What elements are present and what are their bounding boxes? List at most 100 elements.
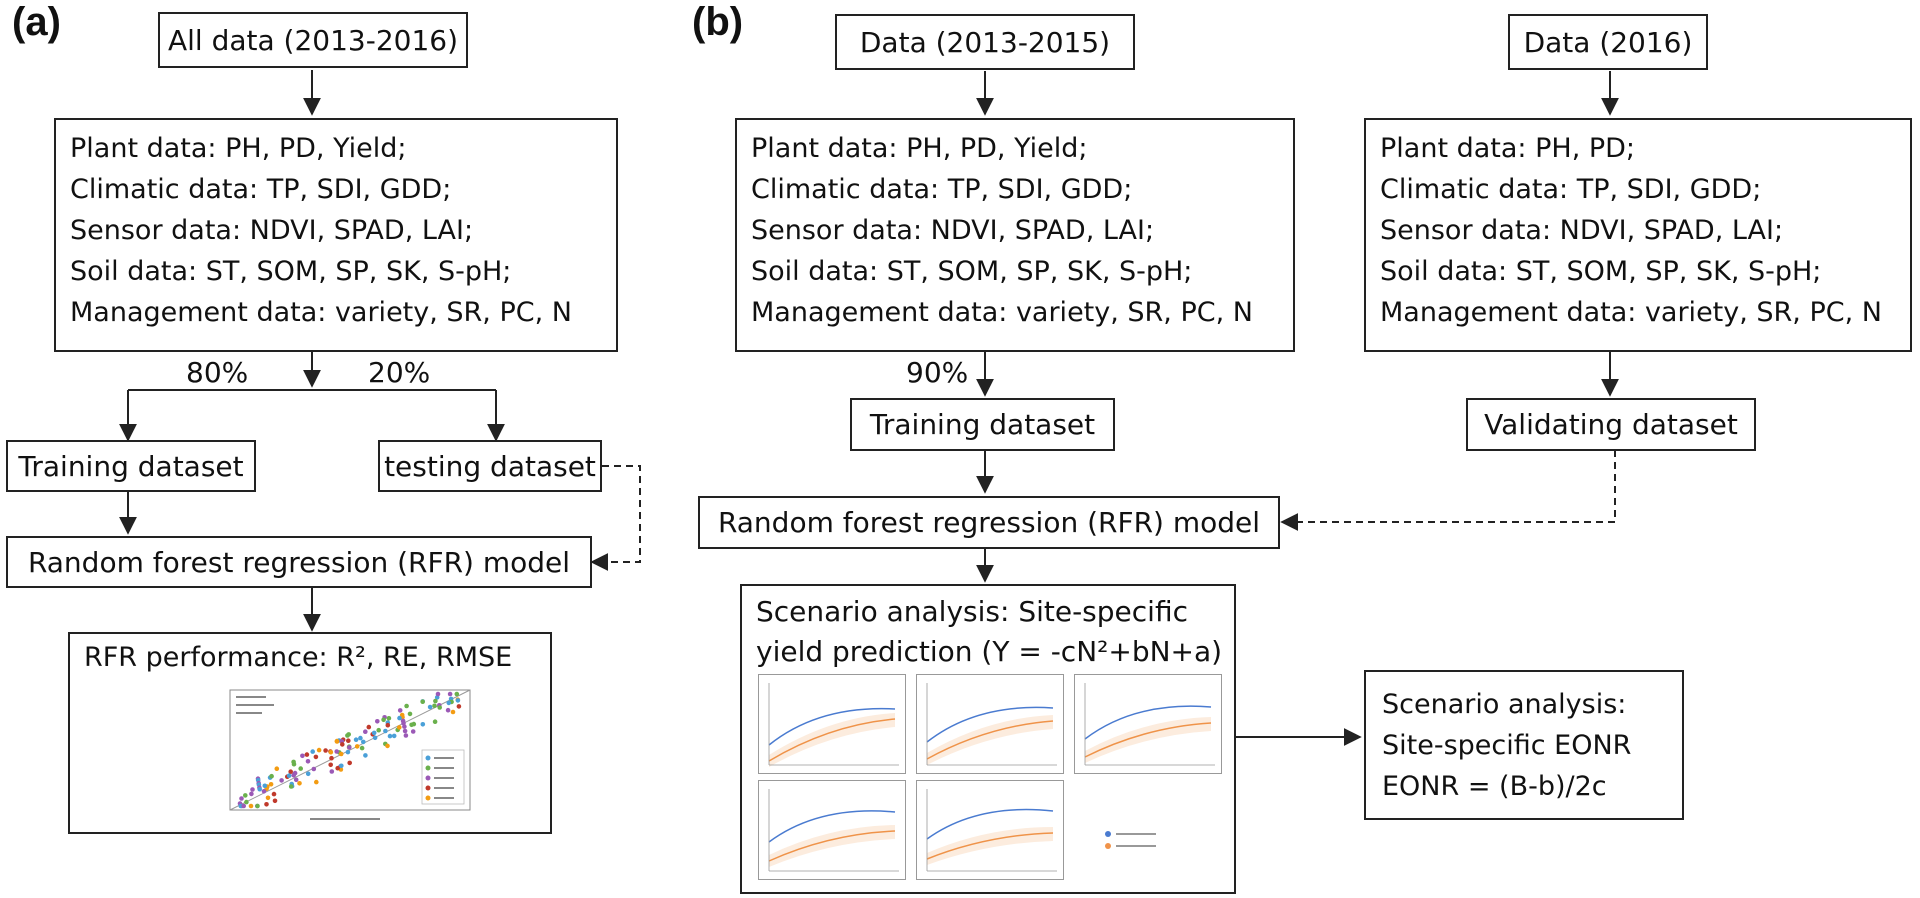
scatter-point [274, 766, 280, 771]
scatter-point [288, 784, 294, 789]
split-train-percent: 80% [186, 356, 249, 389]
scatter-point [366, 724, 372, 730]
eonr-line-2: Site-specific EONR [1382, 730, 1632, 761]
eonr-line-3: EONR = (B-b)/2c [1382, 771, 1607, 802]
rfr-model-box-a: Random forest regression (RFR) model [6, 536, 592, 588]
scatter-point [239, 796, 244, 801]
scatter-point [310, 749, 315, 754]
data-line-plant: Plant data: PH, PD, Yield; [70, 133, 407, 164]
panel-a-data-box: Plant data: PH, PD, Yield; Climatic data… [54, 118, 618, 352]
scatter-point [456, 704, 462, 709]
panel-a-label: (a) [12, 0, 61, 44]
scatter-point [255, 803, 260, 809]
scatter-point [262, 783, 268, 789]
scatter-point [397, 725, 402, 730]
panel-b-validating-data-box: Plant data: PH, PD; Climatic data: TP, S… [1364, 118, 1912, 352]
scatter-point [397, 715, 402, 721]
scatter-point [298, 766, 303, 771]
scatter-point [271, 791, 277, 797]
scatter-point [305, 759, 311, 764]
scatter-point [404, 703, 409, 709]
scatter-point [432, 703, 437, 709]
scatter-point [269, 773, 274, 779]
scatter-point [313, 754, 319, 760]
scatter-point [272, 798, 278, 804]
training-dataset-box-b: Training dataset [850, 398, 1115, 451]
data-2016-title: Data (2016) [1523, 25, 1693, 59]
scenario-yield-box: Scenario analysis: Site-specific yield p… [740, 584, 1236, 894]
data-line-management: Management data: variety, SR, PC, N [70, 297, 572, 328]
validating-dataset-box: Validating dataset [1466, 398, 1756, 451]
scenario-title-line-2: yield prediction (Y = -cN²+bN+a) [756, 635, 1223, 668]
scatter-point [261, 789, 267, 794]
scatter-point [455, 698, 461, 703]
scatter-point [420, 722, 426, 727]
scatter-point [435, 691, 441, 697]
scatter-point [397, 708, 403, 713]
scatter-point [387, 733, 393, 739]
panel-b-training-data-box: Plant data: PH, PD, Yield; Climatic data… [735, 118, 1295, 352]
scatter-point [450, 709, 456, 715]
scatter-point [243, 793, 248, 798]
scatter-point [427, 704, 433, 710]
scatter-point [328, 749, 334, 755]
scatter-point [391, 733, 397, 739]
scatter-point [407, 711, 413, 717]
scatter-point [454, 691, 460, 697]
scatter-point [410, 729, 416, 734]
data-line-plant: Plant data: PH, PD; [1380, 133, 1636, 164]
yield-response-thumbnail [1074, 674, 1222, 774]
scatter-point [361, 739, 366, 745]
scatter-point [353, 737, 359, 742]
scatter-point [288, 769, 293, 774]
data-line-soil: Soil data: ST, SOM, SP, SK, S-pH; [751, 256, 1193, 287]
data-line-plant: Plant data: PH, PD, Yield; [751, 133, 1088, 164]
scatter-point [347, 760, 352, 766]
testing-dataset-box: testing dataset [378, 440, 602, 492]
scatter-point [363, 753, 368, 758]
scatter-point [286, 773, 292, 778]
validating-dataset-label: Validating dataset [1484, 408, 1738, 441]
scatter-point [371, 730, 377, 736]
scatter-point [244, 799, 249, 805]
all-data-box: All data (2013-2016) [158, 12, 468, 68]
data-line-soil: Soil data: ST, SOM, SP, SK, S-pH; [70, 256, 512, 287]
scenario-title-line-1: Scenario analysis: Site-specific [756, 595, 1188, 628]
training-dataset-label-b: Training dataset [869, 408, 1096, 441]
rfr-model-label-b: Random forest regression (RFR) model [717, 506, 1261, 539]
data-line-management: Management data: variety, SR, PC, N [751, 297, 1253, 328]
scatter-point [437, 705, 442, 710]
scatter-point [265, 795, 271, 801]
scatter-point [249, 791, 254, 797]
data-line-management: Management data: variety, SR, PC, N [1380, 297, 1882, 328]
scatter-point [314, 779, 319, 785]
training-dataset-box-a: Training dataset [6, 440, 256, 492]
scatter-point [335, 765, 340, 771]
scatter-point [264, 802, 269, 807]
rfr-performance-box: RFR performance: R², RE, RMSE [68, 632, 552, 834]
eonr-box: Scenario analysis: Site-specific EONR EO… [1364, 670, 1684, 820]
data-2016-box: Data (2016) [1508, 14, 1708, 70]
scatter-point [446, 700, 452, 706]
scatter-point [241, 803, 246, 809]
split-test-percent: 20% [368, 356, 431, 389]
yield-response-thumbnail [758, 674, 906, 774]
scatter-point [334, 749, 339, 754]
scatter-point [346, 738, 351, 743]
scatter-point [304, 752, 310, 757]
scatter-point [363, 729, 368, 734]
data-line-climatic: Climatic data: TP, SDI, GDD; [751, 174, 1133, 205]
scatter-point [409, 722, 414, 728]
scatter-point [292, 770, 298, 776]
scatter-point [401, 720, 406, 726]
scatter-point [323, 748, 328, 753]
data-line-sensor: Sensor data: NDVI, SPAD, LAI; [1380, 215, 1784, 246]
data-line-sensor: Sensor data: NDVI, SPAD, LAI; [70, 215, 474, 246]
scatter-point [316, 747, 322, 753]
scatter-point [381, 717, 386, 723]
yield-response-thumbnail [758, 780, 906, 880]
scatter-point [293, 777, 299, 783]
data-2013-2015-title: Data (2013-2015) [859, 25, 1111, 59]
performance-scatter-thumbnail [229, 689, 471, 820]
